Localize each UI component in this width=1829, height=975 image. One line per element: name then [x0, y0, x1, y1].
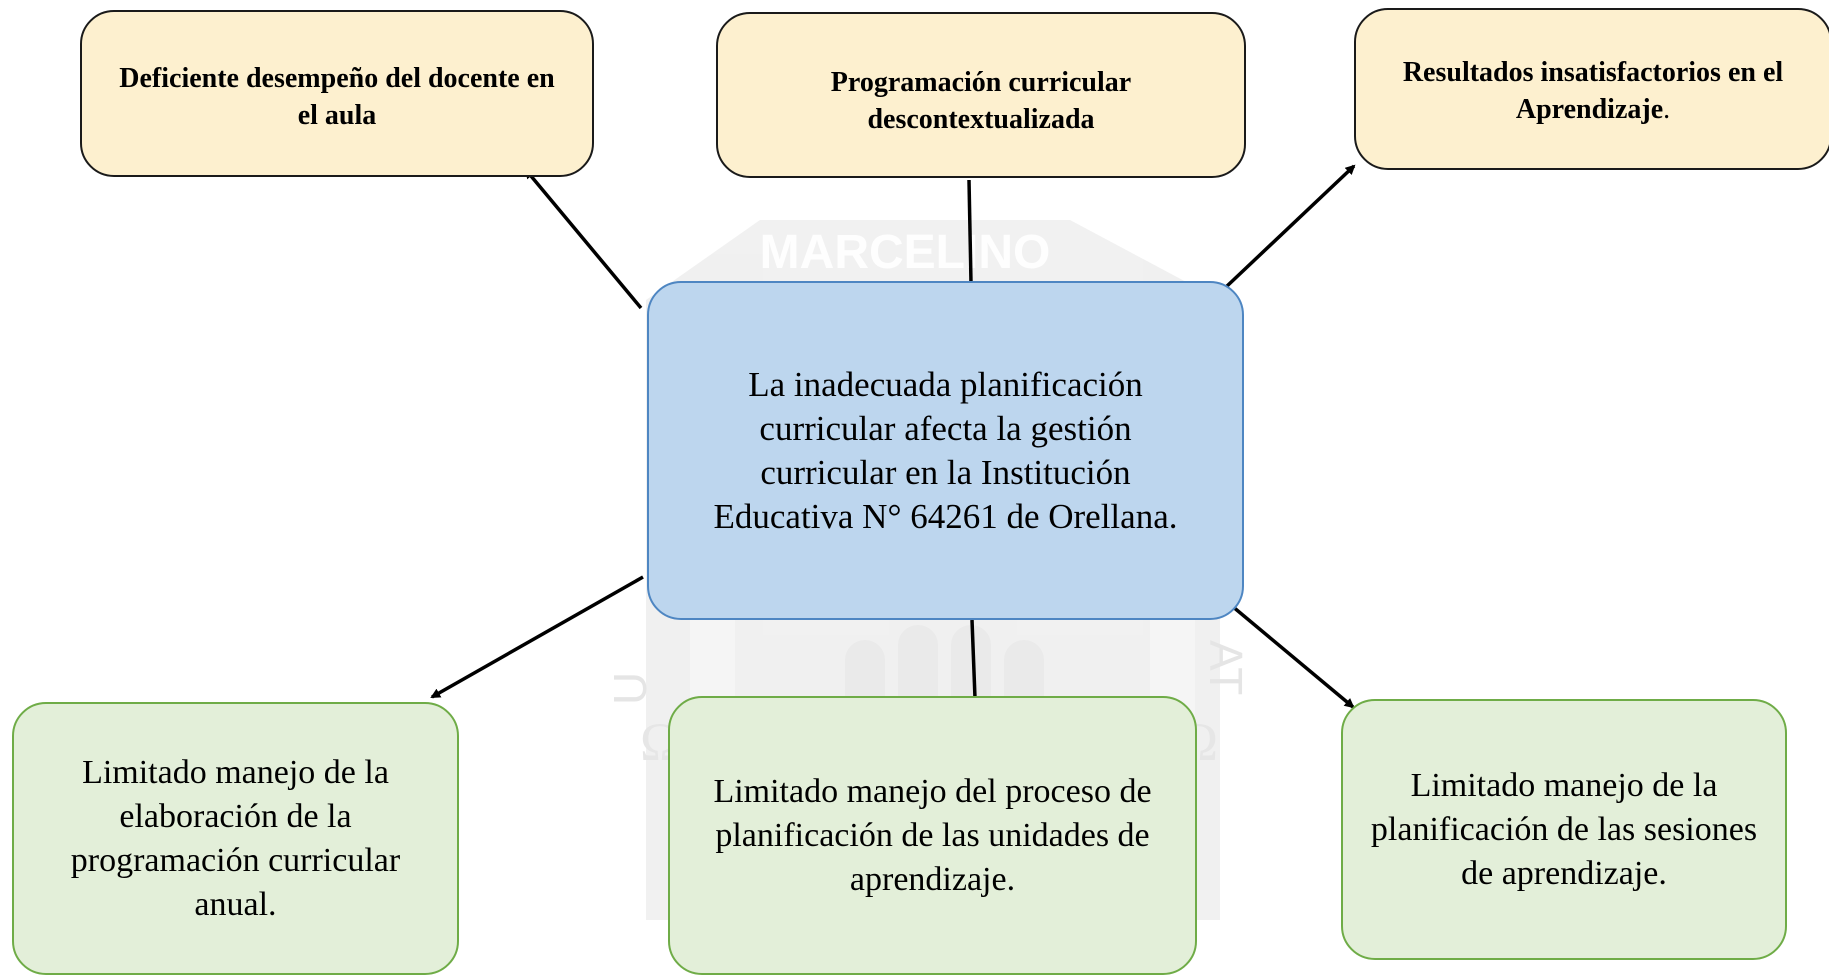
cause-text: Limitado manejo de la planificación de l…	[1370, 766, 1758, 892]
cause-text: Limitado manejo del proceso de planifica…	[713, 772, 1152, 898]
effect-text: Deficiente desempeño del docente en el a…	[119, 63, 555, 131]
cause-box-learning-sessions: Limitado manejo de la planificación de l…	[1341, 699, 1787, 960]
svg-text:AT: AT	[1200, 640, 1252, 695]
effect-text: Resultados insatisfactorios en el Aprend…	[1402, 57, 1784, 125]
arrow-to-cause-3	[1224, 599, 1355, 709]
arrow-to-cause-1	[430, 575, 644, 699]
arrow-to-effect-1	[524, 168, 643, 310]
line-to-cause-2	[970, 619, 977, 699]
cause-box-learning-units: Limitado manejo del proceso de planifica…	[668, 696, 1197, 975]
effect-box-learning-results: Resultados insatisfactorios en el Aprend…	[1354, 8, 1829, 170]
arrow-to-effect-3	[1224, 164, 1356, 289]
svg-text:U: U	[604, 672, 656, 705]
central-problem-box: La inadecuada planificación curricular a…	[647, 281, 1244, 620]
effect-box-teacher-performance: Deficiente desempeño del docente en el a…	[80, 10, 594, 177]
cause-box-annual-programming: Limitado manejo de la elaboración de la …	[12, 702, 459, 975]
effect-text: Programación curricular descontextualiza…	[830, 67, 1132, 135]
watermark-text: MARCELINO	[760, 226, 1051, 279]
cause-text: Limitado manejo de la elaboración de la …	[70, 753, 401, 923]
central-problem-text: La inadecuada planificación curricular a…	[713, 364, 1178, 536]
effect-box-curricular-programming: Programación curricular descontextualiza…	[716, 12, 1246, 178]
line-to-effect-2	[967, 179, 973, 284]
